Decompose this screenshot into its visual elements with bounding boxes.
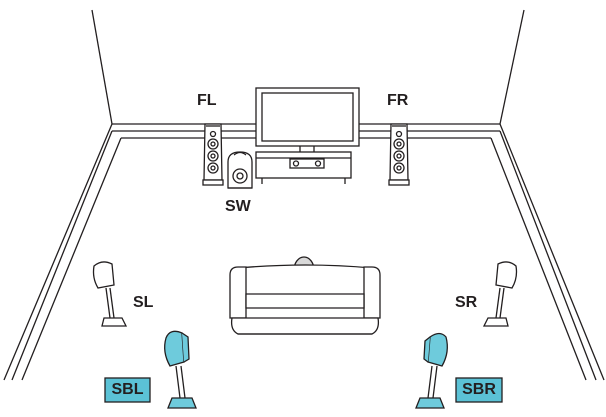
- subwoofer-label: SW: [225, 198, 251, 215]
- front-right-speaker-icon: [388, 123, 410, 186]
- surround-right-label: SR: [455, 294, 478, 311]
- surround-back-left-label: SBL: [111, 381, 144, 398]
- surround-left-speaker-icon: [92, 261, 128, 327]
- surround-back-left-speaker-icon: [164, 330, 197, 409]
- surround-back-left-label-box: [104, 377, 151, 403]
- surround-back-right-label: SBR: [462, 381, 496, 398]
- subwoofer-icon: [227, 151, 253, 189]
- front-left-speaker-icon: [202, 123, 224, 186]
- sofa-icon: [229, 264, 381, 335]
- surround-back-right-speaker-icon: [415, 332, 448, 409]
- tv-icon: [255, 87, 360, 152]
- front-right-label: FR: [387, 92, 409, 109]
- front-left-label: FL: [197, 92, 217, 109]
- tv-stand-icon: [255, 151, 352, 184]
- surround-back-right-label-box: [455, 377, 503, 403]
- surround-left-label: SL: [133, 294, 154, 311]
- surround-right-speaker-icon: [482, 261, 518, 327]
